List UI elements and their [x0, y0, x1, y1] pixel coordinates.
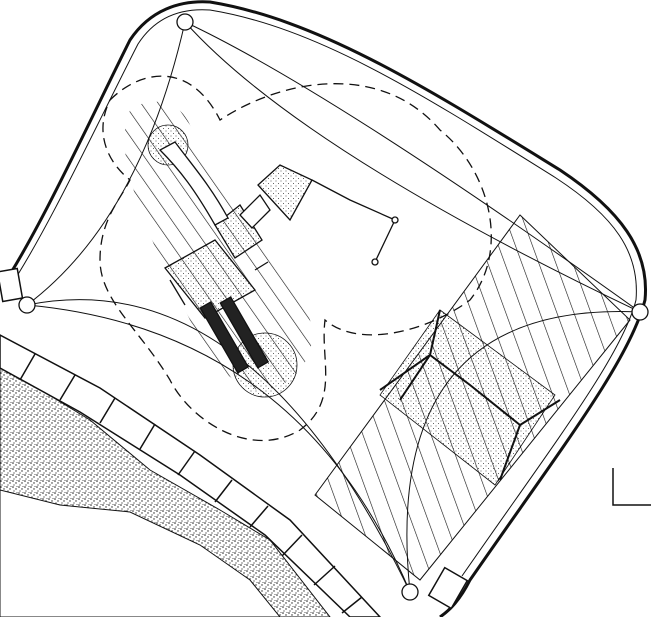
sail-poles	[18, 13, 649, 601]
safety-zone-dashed	[99, 75, 492, 441]
pole	[176, 13, 194, 31]
pole	[631, 303, 649, 321]
pole	[401, 583, 419, 601]
play-structure	[158, 141, 399, 374]
boundary-post	[427, 566, 469, 610]
pole	[18, 296, 36, 314]
boundary-post	[0, 267, 24, 303]
paver-edge-strip	[0, 334, 382, 617]
swing-set	[379, 309, 561, 481]
corner-mark	[612, 468, 651, 506]
